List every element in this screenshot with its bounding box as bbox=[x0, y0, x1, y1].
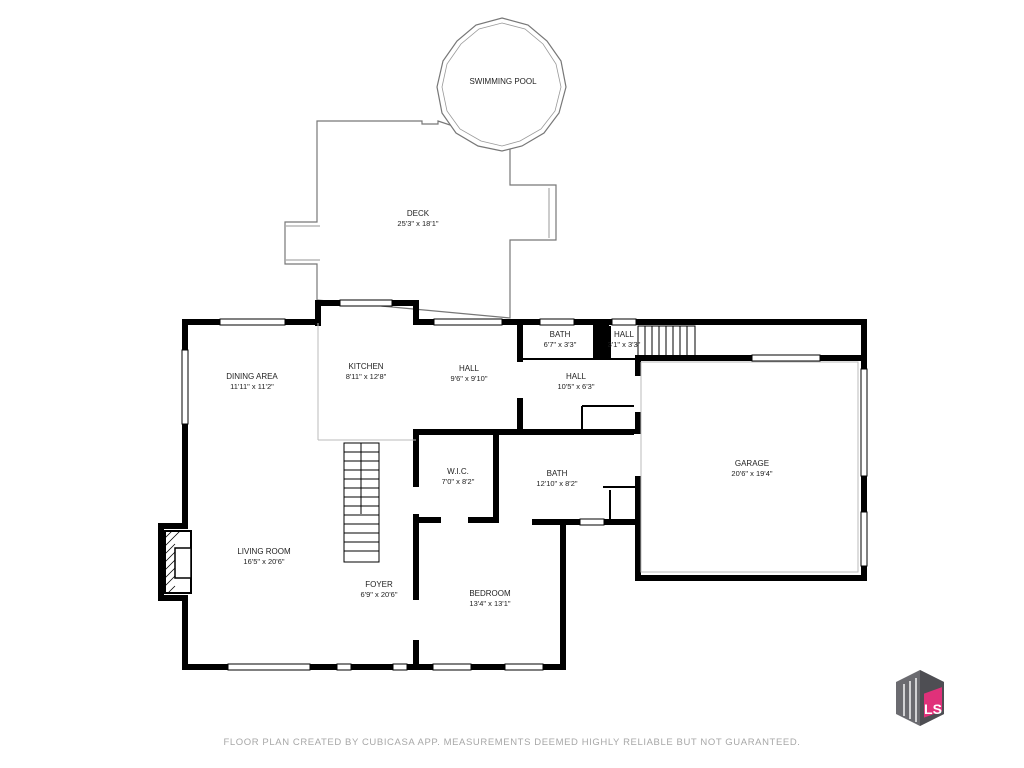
room-name-hall-small: HALL bbox=[614, 330, 635, 339]
room-dim-dining-area: 11'11" x 11'2" bbox=[230, 382, 274, 391]
interior-lines bbox=[317, 323, 859, 573]
room-dim-hall-small: 3'1" x 3'3" bbox=[608, 340, 641, 349]
room-dim-bedroom: 13'4" x 13'1" bbox=[469, 599, 510, 608]
windows bbox=[181, 299, 868, 671]
room-name-deck: DECK bbox=[407, 209, 430, 218]
room-name-bath-large: BATH bbox=[547, 469, 568, 478]
room-name-living-room: LIVING ROOM bbox=[237, 547, 291, 556]
room-dim-bath-large: 12'10" x 8'2" bbox=[536, 479, 577, 488]
room-dim-kitchen: 8'11" x 12'8" bbox=[346, 372, 387, 381]
room-dim-foyer: 6'9" x 20'6" bbox=[361, 590, 398, 599]
room-dim-hall-main: 9'6" x 9'10" bbox=[451, 374, 488, 383]
room-name-dining-area: DINING AREA bbox=[226, 372, 278, 381]
room-name-swimming-pool: SWIMMING POOL bbox=[469, 77, 537, 86]
room-name-garage: GARAGE bbox=[735, 459, 769, 468]
room-name-hall-main: HALL bbox=[459, 364, 480, 373]
room-dim-wic: 7'0" x 8'2" bbox=[442, 477, 475, 486]
thin-walls bbox=[519, 321, 638, 522]
room-dim-living-room: 16'5" x 20'6" bbox=[243, 557, 284, 566]
room-name-hall-mid: HALL bbox=[566, 372, 587, 381]
fireplace bbox=[164, 530, 192, 594]
disclaimer-footer: FLOOR PLAN CREATED BY CUBICASA APP. MEAS… bbox=[223, 737, 801, 748]
room-name-bedroom: BEDROOM bbox=[469, 589, 511, 598]
room-name-foyer: FOYER bbox=[365, 580, 393, 589]
room-dim-bath-small: 6'7" x 3'3" bbox=[544, 340, 577, 349]
stairs-small bbox=[637, 325, 696, 357]
room-name-wic: W.I.C. bbox=[447, 467, 469, 476]
room-labels: SWIMMING POOL DECK 25'3" x 18'1" DINING … bbox=[226, 77, 773, 608]
room-dim-garage: 20'6" x 19'4" bbox=[731, 469, 772, 478]
room-dim-deck: 25'3" x 18'1" bbox=[397, 219, 438, 228]
room-name-kitchen: KITCHEN bbox=[348, 362, 383, 371]
ls-brand-logo-icon: LS bbox=[896, 670, 944, 726]
pool-outline bbox=[436, 17, 567, 152]
logo-text: LS bbox=[924, 701, 942, 717]
room-name-bath-small: BATH bbox=[550, 330, 571, 339]
room-dim-hall-mid: 10'5" x 6'3" bbox=[558, 382, 595, 391]
door-gaps bbox=[412, 362, 642, 640]
deck-outline bbox=[284, 120, 557, 319]
stairs-main bbox=[343, 442, 380, 563]
